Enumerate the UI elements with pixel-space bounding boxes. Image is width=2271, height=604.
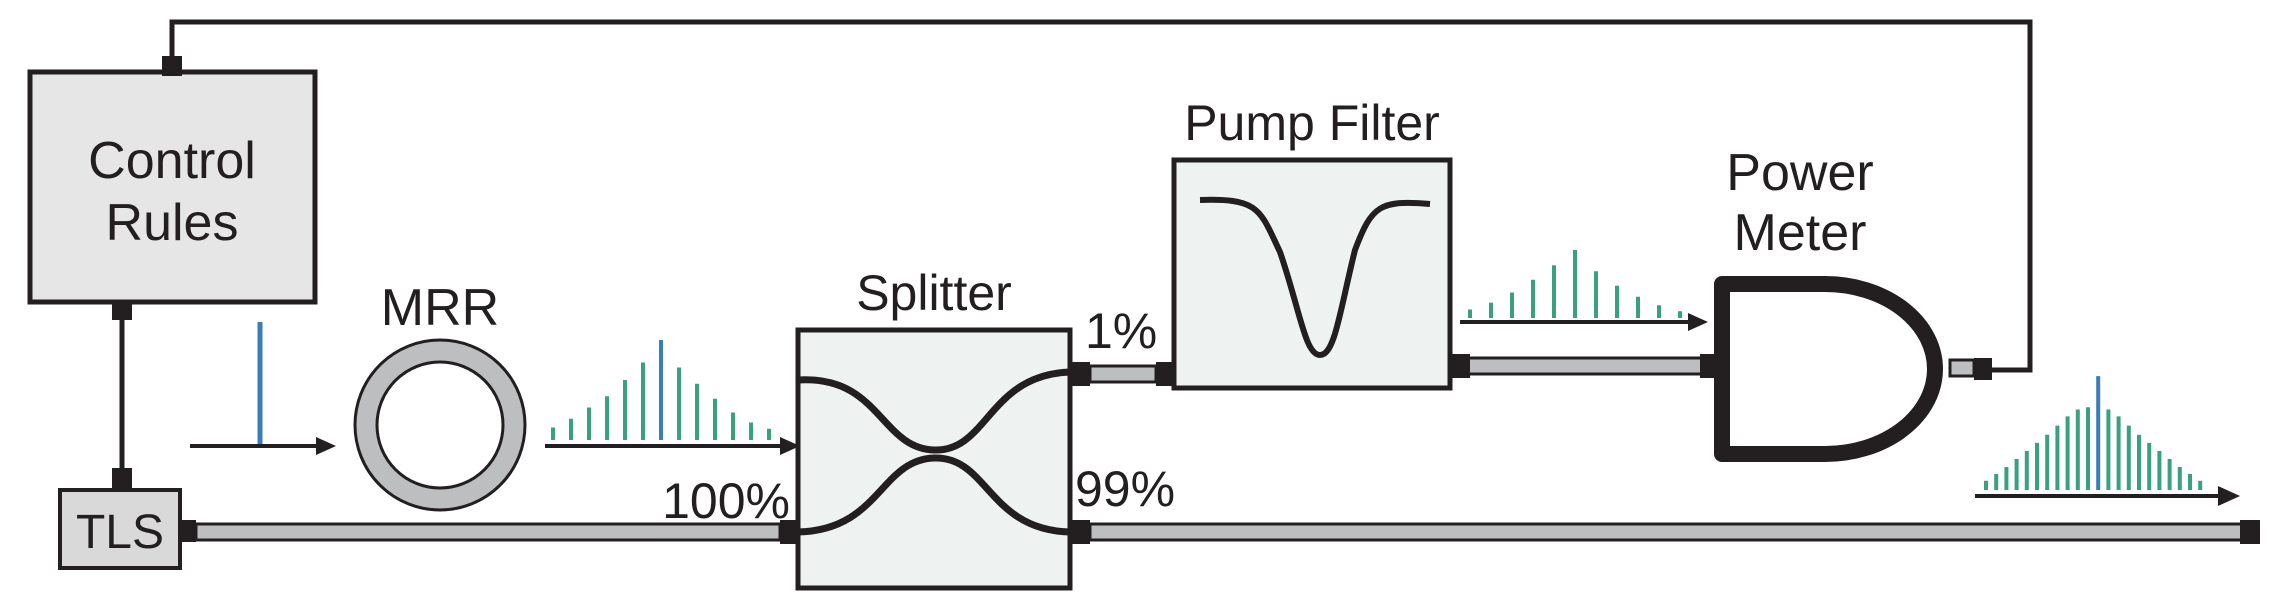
pct-100-label: 100% [662, 473, 790, 529]
tls-top-connector [112, 468, 132, 492]
filtered-spectrum [1468, 250, 1682, 318]
output-spectrum [1984, 376, 2203, 490]
pct-1-label: 1% [1085, 303, 1157, 359]
tls-box: TLS [58, 468, 196, 570]
splitter: Splitter [780, 265, 1090, 591]
mrr-ring: MRR [353, 279, 527, 512]
pump-input-spectrum [190, 322, 336, 455]
pct-99-label: 99% [1075, 461, 1175, 517]
feedback-wire [169, 19, 2033, 373]
control-label-line2: Rules [106, 194, 239, 252]
splitter-out99-connector [1070, 520, 1090, 544]
power-meter: Power Meter [1700, 144, 1992, 462]
mrr-output-spectrum [551, 340, 771, 440]
control-bottom-connector [112, 300, 132, 320]
splitter-waveguide-b [797, 454, 1071, 536]
fiber-1pct-to-filter [1088, 364, 1158, 384]
tls-output-connector [178, 520, 196, 542]
pump-arrowhead [316, 437, 336, 455]
power-meter-label-line1: Power [1726, 144, 1873, 202]
pump-filter: Pump Filter [1156, 95, 1470, 391]
output-end-connector [2240, 520, 2260, 544]
pump-filter-label: Pump Filter [1184, 95, 1440, 151]
mrr-output-arrowhead [780, 437, 800, 455]
splitter-waveguide-a [797, 368, 1071, 454]
fiber-meter-out [1948, 358, 1976, 378]
power-meter-in-connector [1700, 354, 1722, 378]
control-label-line1: Control [88, 132, 256, 190]
filtered-arrowhead [1688, 313, 1708, 331]
control-rules-box: Control Rules [27, 56, 318, 320]
fiber-out-99 [1088, 522, 2247, 542]
power-meter-out-connector [1974, 358, 1992, 380]
tls-label: TLS [76, 506, 164, 559]
mrr-label: MRR [381, 279, 499, 337]
splitter-in-connector [780, 520, 800, 544]
fiber-filter-to-meter [1465, 356, 1705, 376]
filter-response-curve [1199, 196, 1431, 359]
splitter-label: Splitter [856, 265, 1012, 321]
filter-in-connector [1156, 362, 1176, 386]
control-top-connector [162, 56, 182, 76]
splitter-out1-connector [1070, 362, 1090, 386]
output-arrowhead [2218, 486, 2240, 506]
power-meter-label-line2: Meter [1734, 204, 1867, 262]
filter-out-connector [1450, 354, 1470, 378]
